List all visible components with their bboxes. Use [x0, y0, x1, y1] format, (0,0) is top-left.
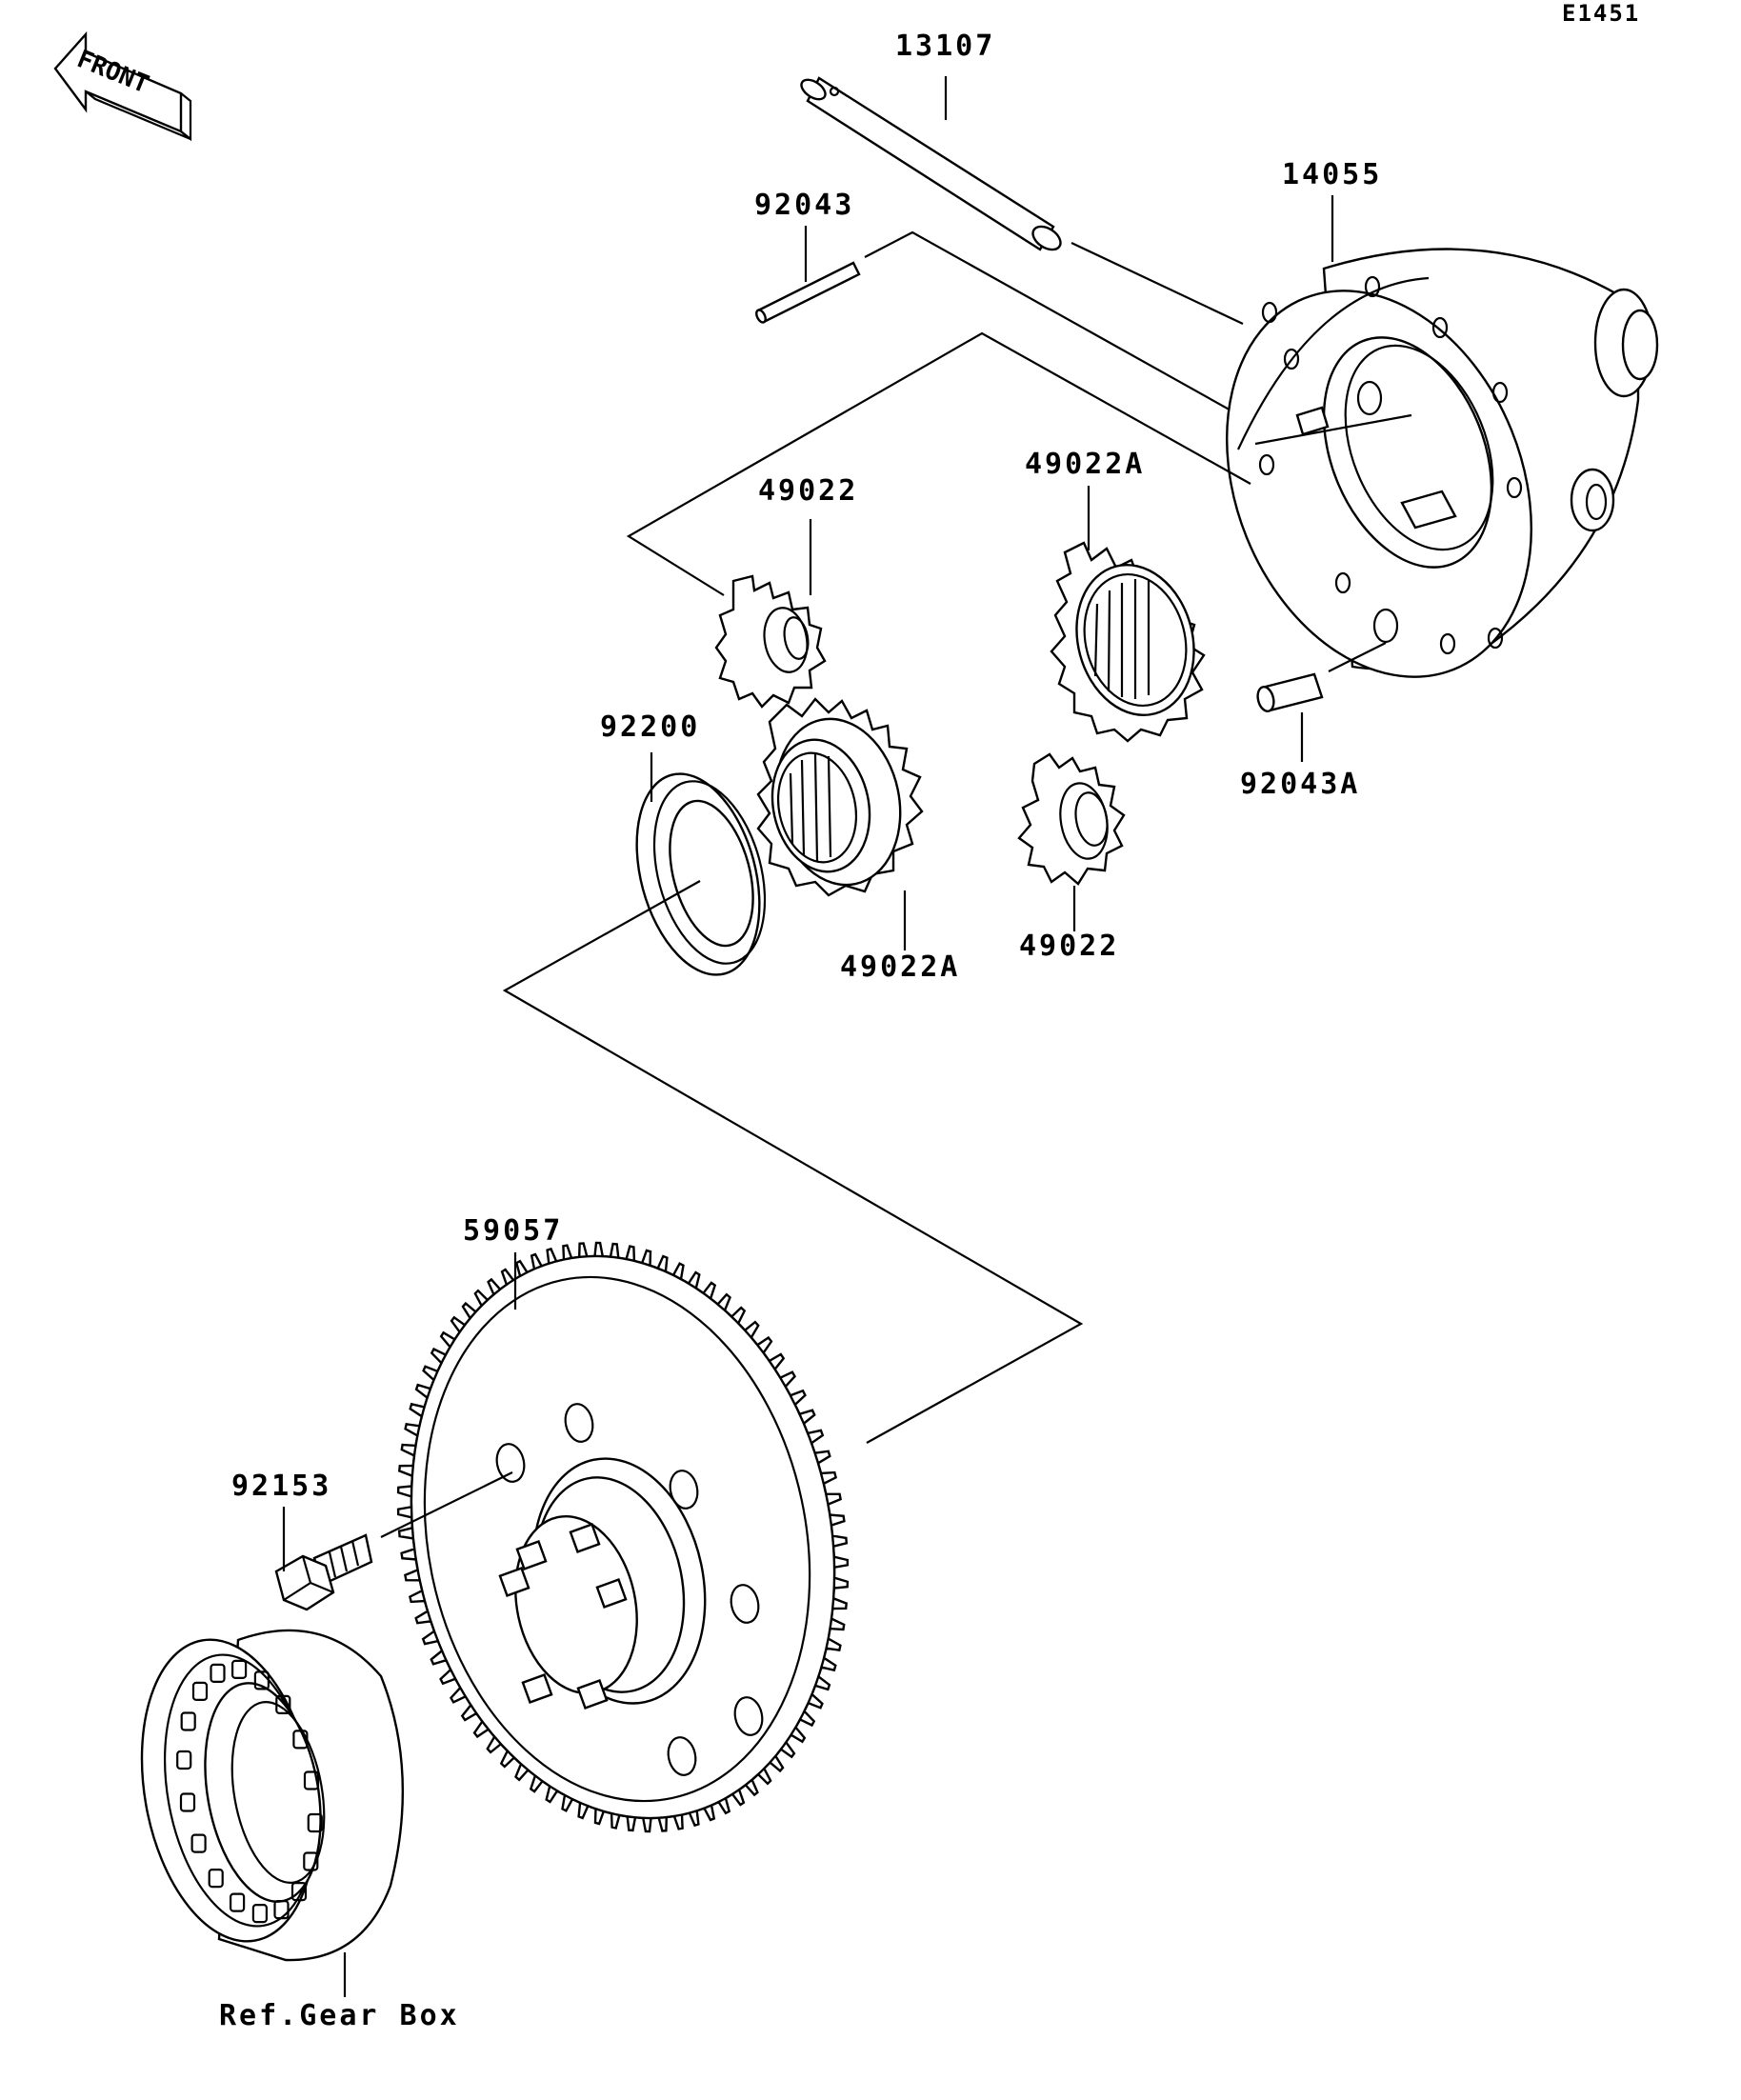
label-14055: 14055 [1282, 158, 1382, 191]
bearing-roller [275, 1694, 291, 1715]
bearing-roller [231, 1659, 248, 1680]
pinion-gear-lower-49022 [1017, 752, 1126, 931]
bolt-92153 [274, 1507, 373, 1611]
side-gear-lower-49022a [756, 697, 924, 950]
pinion-gear-upper-49022 [626, 331, 1251, 709]
label-13107: 13107 [895, 30, 995, 63]
washer-92200 [502, 752, 1084, 1444]
bearing-roller [251, 1903, 268, 1924]
bearing-roller [290, 1881, 308, 1902]
bearing-roller [253, 1670, 270, 1690]
label-92043a: 92043A [1240, 768, 1360, 801]
bearing-ref-gear-box [140, 1629, 405, 1997]
ring-gear-59057 [380, 1241, 850, 1833]
bearing-roller [210, 1663, 226, 1684]
bearing-roller [191, 1681, 209, 1702]
shaft-13107 [800, 76, 1244, 325]
label-49022a-lower: 49022A [840, 950, 960, 984]
bearing-roller [190, 1833, 207, 1853]
bearing-roller [307, 1812, 323, 1833]
bearing-roller [303, 1770, 320, 1790]
bearing-roller [230, 1892, 246, 1912]
label-bearing: Ref.Gear Box [219, 1999, 460, 2032]
bearing-roller [273, 1899, 290, 1920]
label-92153: 92153 [231, 1470, 331, 1503]
label-92200: 92200 [600, 710, 700, 744]
front-arrow-icon: FRONT [53, 30, 192, 142]
diff-case-14055 [1226, 195, 1659, 678]
bearing-roller [179, 1792, 196, 1812]
label-49022-lower: 49022 [1019, 930, 1119, 963]
side-gear-upper-49022a [1050, 486, 1206, 743]
label-59057: 59057 [463, 1214, 563, 1248]
bearing-roller [292, 1730, 309, 1750]
bearing-roller [180, 1711, 196, 1731]
label-92043: 92043 [754, 189, 854, 222]
label-49022-upper: 49022 [758, 474, 858, 508]
bearing-roller [208, 1868, 224, 1889]
pin-92043a [1256, 642, 1387, 762]
label-49022a-upper: 49022A [1025, 448, 1145, 481]
bearing-roller [303, 1851, 319, 1871]
bearing-roller [176, 1750, 192, 1770]
diagram-code: E1451 [1562, 0, 1640, 27]
pin-92043 [755, 226, 1268, 431]
